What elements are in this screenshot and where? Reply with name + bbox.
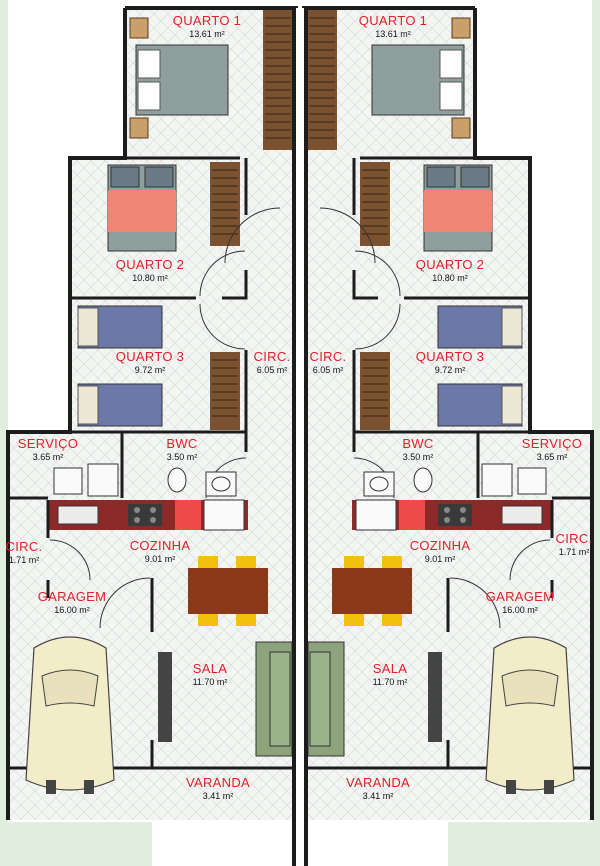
lawn bbox=[592, 0, 600, 866]
room-circ-2: CIRC.1.71 m² bbox=[555, 531, 593, 557]
room-circ: CIRC.6.05 m² bbox=[309, 349, 347, 375]
lawn bbox=[0, 0, 8, 866]
room-circ: CIRC.6.05 m² bbox=[253, 349, 291, 375]
room-circ-2: CIRC.1.71 m² bbox=[5, 539, 43, 565]
